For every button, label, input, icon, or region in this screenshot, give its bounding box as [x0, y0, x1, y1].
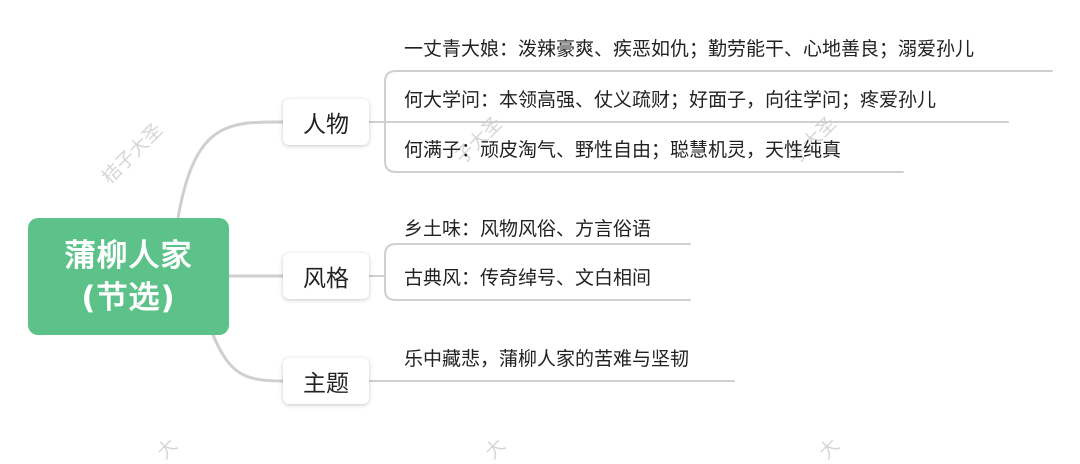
connector-renwu-leaf1	[384, 70, 1053, 123]
connector-fengge-leaf1	[384, 243, 691, 277]
branch-label: 风格	[303, 266, 349, 292]
leaf-topic[interactable]: 何大学问：本领高强、仗义疏财；好面子，向往学问；疼爱孙儿	[404, 89, 937, 111]
root-subtitle: (节选)	[81, 279, 176, 316]
connector-renwu-leaf3	[384, 121, 904, 173]
connector-root-zhuti	[211, 333, 285, 383]
root-title: 蒲柳人家	[64, 237, 193, 274]
leaf-topic[interactable]: 何满子：顽皮淘气、野性自由；聪慧机灵，天性纯真	[404, 139, 842, 161]
branch-node-zhuti[interactable]: 主题	[283, 358, 369, 404]
branch-label: 主题	[303, 371, 349, 397]
connector-fengge-leaf2	[384, 275, 691, 301]
leaf-topic[interactable]: 乡土味：风物风俗、方言俗语	[404, 218, 652, 240]
branch-node-renwu[interactable]: 人物	[283, 99, 369, 145]
leaf-topic[interactable]: 乐中藏悲，蒲柳人家的苦难与坚韧	[404, 348, 690, 370]
connector-lines	[176, 70, 1053, 383]
leaf-topic[interactable]: 古典风：传奇绰号、文白相间	[404, 267, 652, 289]
branch-node-fengge[interactable]: 风格	[283, 253, 369, 299]
connector-root-renwu	[176, 120, 285, 220]
branch-label: 人物	[303, 112, 349, 138]
mindmap-canvas: 桔子大圣 子大圣 子大圣 大 大 大 蒲柳人家 (节选) 人物	[28, 38, 1053, 463]
root-node[interactable]: 蒲柳人家 (节选)	[28, 218, 229, 335]
leaf-topic[interactable]: 一丈青大娘：泼辣豪爽、疾恶如仇；勤劳能干、心地善良；溺爱孙儿	[404, 38, 975, 60]
